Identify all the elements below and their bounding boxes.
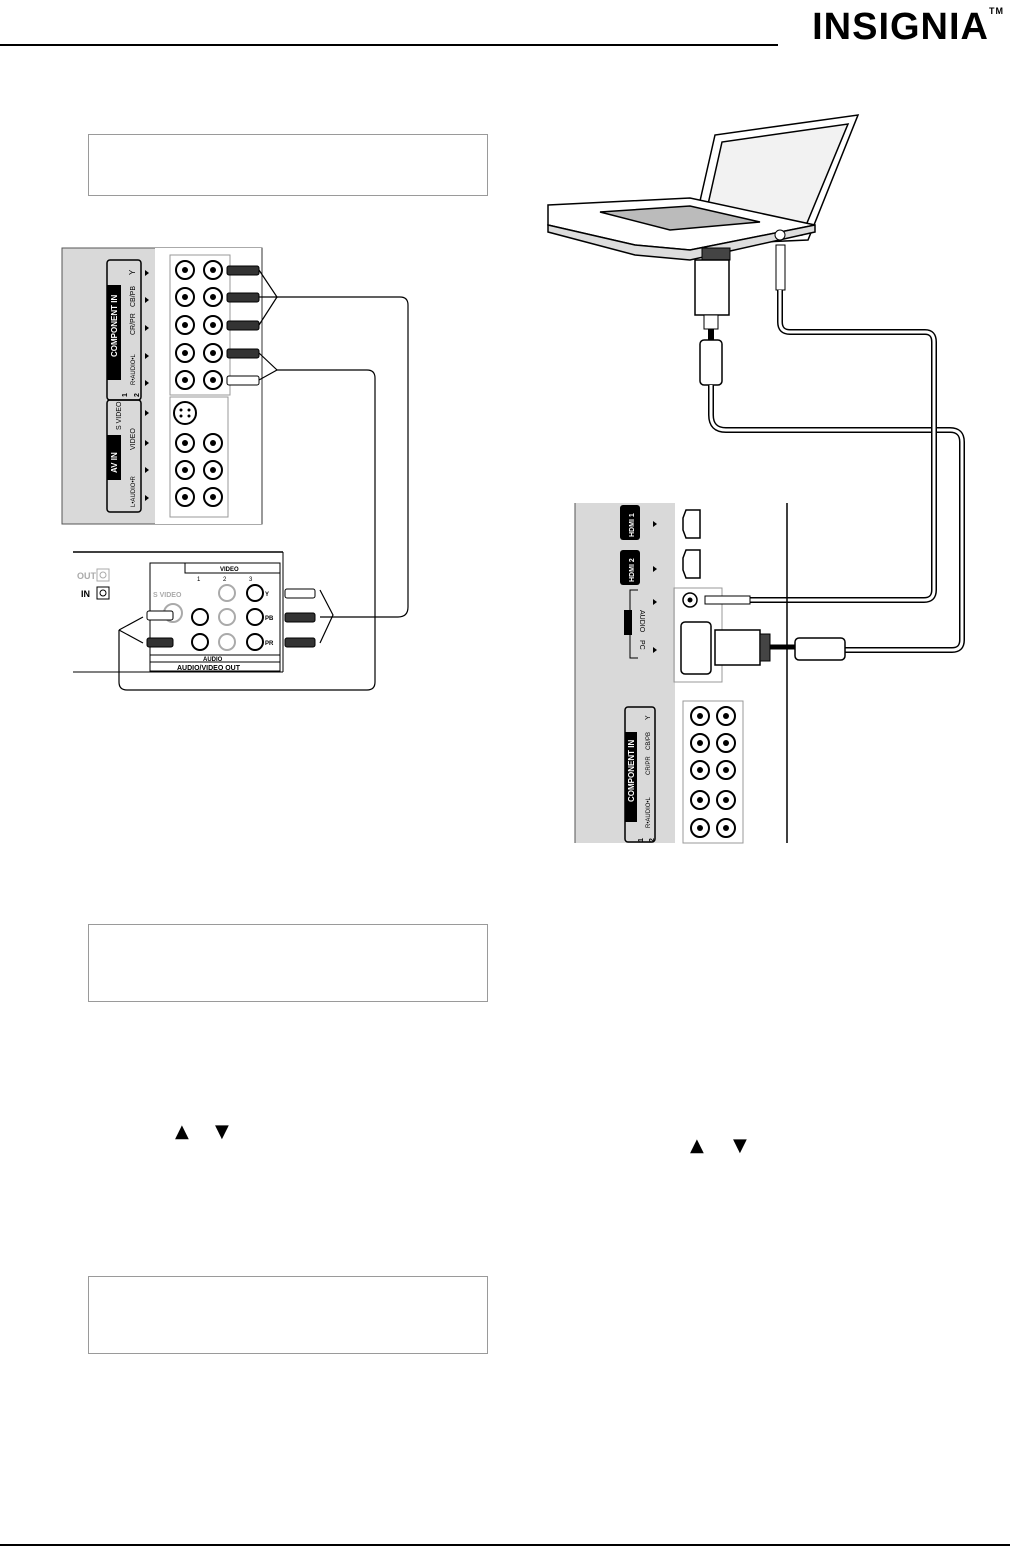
svg-text:PR: PR bbox=[265, 641, 274, 647]
brand-logo: INSIGNIATM bbox=[812, 6, 1004, 48]
down-arrow-icon: ▼ bbox=[733, 1135, 747, 1156]
footer-rule bbox=[0, 1544, 1010, 1546]
audio-label: AUDIO bbox=[638, 610, 645, 633]
device-in-label: IN bbox=[81, 589, 90, 599]
component-in-title-right: COMPONENT IN bbox=[627, 740, 636, 802]
device-av-out-label: AUDIO/VIDEO OUT bbox=[177, 665, 241, 672]
svg-text:CB/PB: CB/PB bbox=[646, 732, 652, 750]
svg-text:1: 1 bbox=[197, 577, 201, 583]
av-label-svideo: S VIDEO bbox=[116, 401, 123, 430]
hdmi1-label: HDMI 1 bbox=[629, 513, 636, 537]
component-num-1: 1 bbox=[122, 393, 129, 397]
svg-text:CR/PR: CR/PR bbox=[646, 756, 652, 775]
svg-text:1: 1 bbox=[638, 838, 645, 842]
av-label-video: VIDEO bbox=[130, 428, 137, 450]
device-audio-label: AUDIO bbox=[203, 657, 223, 663]
svg-text:2: 2 bbox=[649, 838, 656, 842]
component-label-y: Y bbox=[128, 269, 137, 275]
note-box-3 bbox=[88, 1276, 488, 1354]
note-box-2 bbox=[88, 924, 488, 1002]
component-label-cb: CB/PB bbox=[130, 286, 137, 307]
svg-text:3: 3 bbox=[249, 577, 253, 583]
av-in-title: AV IN bbox=[110, 452, 119, 473]
pc-label: PC bbox=[638, 640, 645, 650]
component-label-audio: R•AUDIO•L bbox=[131, 353, 137, 385]
device-svideo-label: S VIDEO bbox=[153, 592, 182, 599]
component-label-cr: CR/PR bbox=[130, 313, 137, 335]
device-video-header: VIDEO bbox=[220, 567, 239, 573]
device-out-label: OUT bbox=[77, 571, 97, 581]
header-rule bbox=[0, 44, 778, 46]
hdmi2-label: HDMI 2 bbox=[629, 558, 636, 582]
hdmi-port-icon bbox=[682, 549, 701, 579]
hdmi-port-icon bbox=[682, 509, 701, 539]
laptop-icon bbox=[547, 114, 860, 261]
down-arrow-icon: ▼ bbox=[215, 1121, 229, 1142]
svg-text:Y: Y bbox=[265, 592, 269, 598]
svg-text:Y: Y bbox=[645, 715, 652, 720]
up-arrow-icon: ▲ bbox=[175, 1121, 189, 1142]
svg-text:PB: PB bbox=[265, 616, 274, 622]
component-in-title: COMPONENT IN bbox=[110, 295, 119, 357]
pc-connection-diagram: HDMI 1 HDMI 2 AUDIO PC COMPONENT IN Y CB… bbox=[547, 114, 965, 844]
up-arrow-icon: ▲ bbox=[690, 1135, 704, 1156]
svg-text:2: 2 bbox=[223, 577, 227, 583]
svg-text:R•AUDIO•L: R•AUDIO•L bbox=[646, 796, 652, 828]
component-num-2: 2 bbox=[134, 393, 141, 397]
note-box-1 bbox=[88, 134, 488, 196]
av-label-audio: L•AUDIO•R bbox=[131, 475, 137, 507]
component-connection-diagram: COMPONENT IN Y CB/PB CR/PR R•AUDIO•L 1 2… bbox=[61, 247, 409, 691]
